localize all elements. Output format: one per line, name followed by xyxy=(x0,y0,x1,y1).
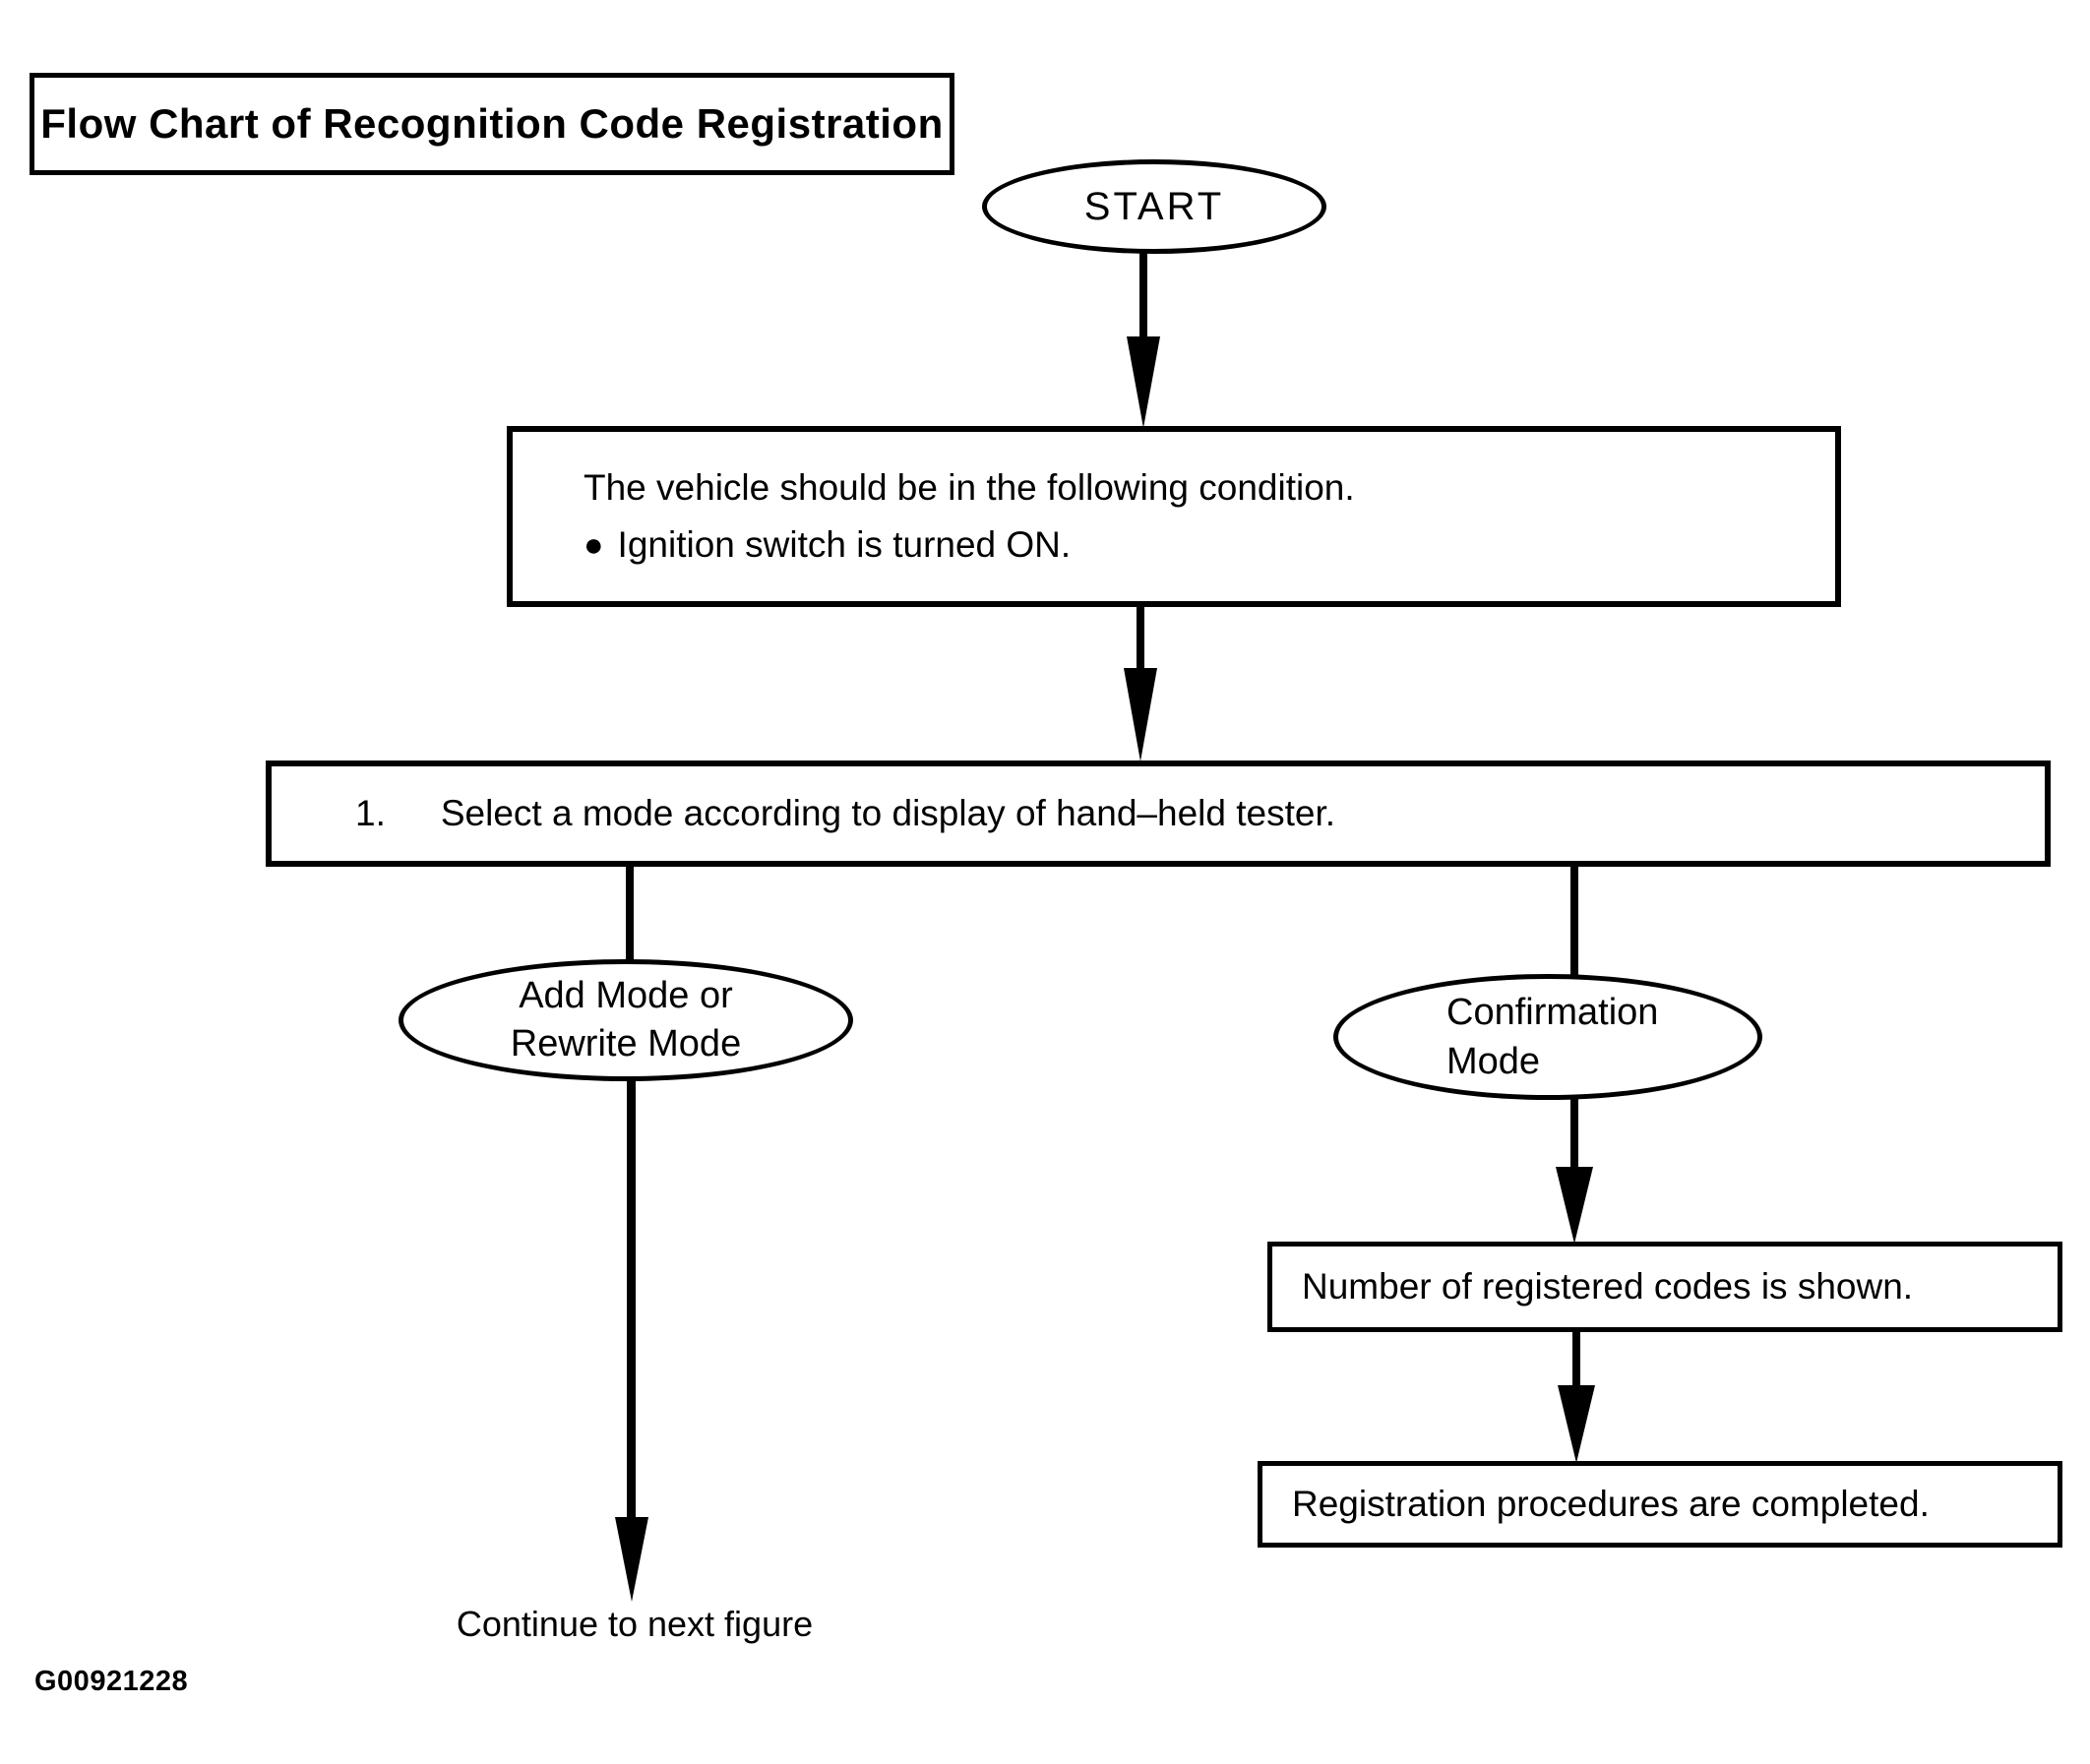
add-rewrite-line2: Rewrite Mode xyxy=(510,1023,742,1064)
arrow-down-icon xyxy=(1127,336,1160,428)
registered-codes-text: Number of registered codes is shown. xyxy=(1302,1266,1914,1307)
vehicle-condition-line1: The vehicle should be in the following c… xyxy=(584,467,1355,508)
continue-to-next-figure-label: Continue to next figure xyxy=(456,1604,814,1644)
arrow-down-icon xyxy=(1558,1385,1595,1463)
select-mode-box: 1. Select a mode according to display of… xyxy=(266,760,2051,867)
title-box: Flow Chart of Recognition Code Registrat… xyxy=(30,73,954,175)
add-rewrite-mode-node: Add Mode or Rewrite Mode xyxy=(399,959,853,1081)
vehicle-condition-bullet-row: ● Ignition switch is turned ON. xyxy=(584,524,1835,566)
arrow-start-to-condition-stem xyxy=(1139,249,1147,342)
confirmation-line2: Mode xyxy=(1446,1041,1541,1082)
arrow-registered-to-completed-stem xyxy=(1572,1330,1580,1391)
connector-select-to-add-rewrite xyxy=(626,865,634,962)
step-number: 1. xyxy=(355,793,386,833)
start-node: START xyxy=(982,159,1326,254)
arrow-down-icon xyxy=(1124,668,1157,761)
connector-select-to-confirmation xyxy=(1570,865,1578,976)
page-title: Flow Chart of Recognition Code Registrat… xyxy=(40,100,944,147)
start-node-label: START xyxy=(1083,184,1225,228)
arrow-down-icon xyxy=(615,1517,648,1602)
vehicle-condition-box: The vehicle should be in the following c… xyxy=(507,426,1841,607)
vehicle-condition-bullet-item: Ignition switch is turned ON. xyxy=(617,524,1072,565)
add-rewrite-line1: Add Mode or xyxy=(519,975,733,1016)
arrow-down-icon xyxy=(1556,1167,1593,1244)
registration-completed-box: Registration procedures are completed. xyxy=(1258,1461,2062,1548)
bullet-icon: ● xyxy=(584,526,604,564)
arrow-add-rewrite-to-next-figure-stem xyxy=(627,1078,636,1523)
registration-completed-text: Registration procedures are completed. xyxy=(1292,1484,1930,1524)
arrow-condition-to-select-stem xyxy=(1137,607,1144,674)
select-mode-text: Select a mode according to display of ha… xyxy=(440,793,1335,833)
registered-codes-box: Number of registered codes is shown. xyxy=(1267,1242,2062,1332)
figure-code: G00921228 xyxy=(34,1666,189,1697)
confirmation-mode-node: Confirmation Mode xyxy=(1333,974,1762,1100)
arrow-confirmation-to-registered-stem xyxy=(1570,1097,1578,1174)
confirmation-line1: Confirmation xyxy=(1446,992,1659,1033)
